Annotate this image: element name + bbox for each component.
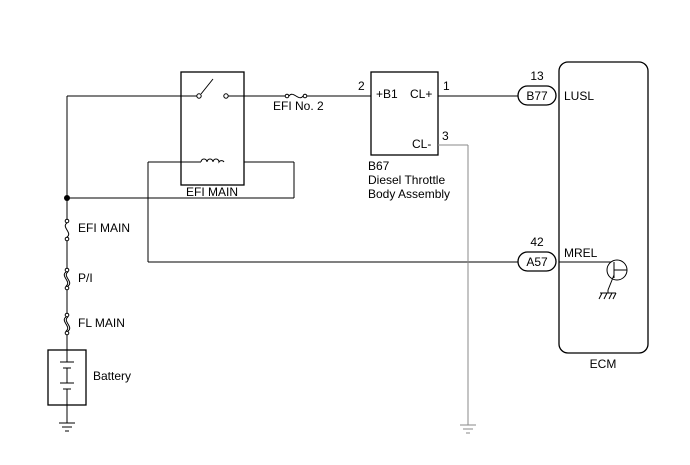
connector-b77-pin: 13 — [530, 69, 544, 83]
transistor-symbol — [559, 259, 628, 300]
throttle-name-line1: Diesel Throttle — [368, 173, 445, 187]
pin-clm-number: 3 — [442, 129, 449, 143]
pi-fuse — [63, 267, 71, 291]
pin-b1-number: 2 — [358, 79, 365, 93]
ground-symbol-left — [59, 422, 75, 432]
connector-b77 — [517, 85, 557, 106]
efi-main-relay — [148, 71, 245, 186]
ecm-pin-lusl: LUSL — [564, 89, 594, 103]
efi-main-fuse — [64, 218, 70, 242]
ecm-box — [558, 61, 649, 354]
ecm-pin-mrel: MREL — [564, 246, 598, 260]
throttle-name-line2: Body Assembly — [368, 187, 450, 201]
throttle-connector-label: B67 — [368, 159, 390, 173]
splice-point — [64, 195, 70, 201]
connector-a57 — [517, 251, 557, 272]
efi-main-relay-label: EFI MAIN — [186, 185, 238, 199]
pin-b1-label: +B1 — [376, 87, 398, 101]
pin-clp-number: 1 — [443, 79, 450, 93]
connector-a57-label: A57 — [526, 255, 548, 269]
throttle-body-box — [370, 71, 439, 156]
battery-label: Battery — [93, 369, 131, 383]
efi-main-fuse-label: EFI MAIN — [78, 221, 130, 235]
connector-a57-pin: 42 — [530, 235, 544, 249]
pi-fuse-label: P/I — [78, 271, 93, 285]
efi-no2-fuse — [244, 93, 371, 99]
connector-b77-label: B77 — [526, 89, 548, 103]
ecm-label: ECM — [590, 357, 617, 371]
clm-ground-wire — [438, 144, 476, 434]
pin-clm-label: CL- — [412, 137, 431, 151]
efi-no2-fuse-label: EFI No. 2 — [273, 99, 324, 113]
fl-main-fuse-label: FL MAIN — [78, 316, 125, 330]
mrel-wire — [147, 162, 518, 263]
fl-main-fuse — [63, 312, 71, 336]
battery-symbol — [47, 349, 87, 406]
pin-clp-label: CL+ — [410, 87, 432, 101]
